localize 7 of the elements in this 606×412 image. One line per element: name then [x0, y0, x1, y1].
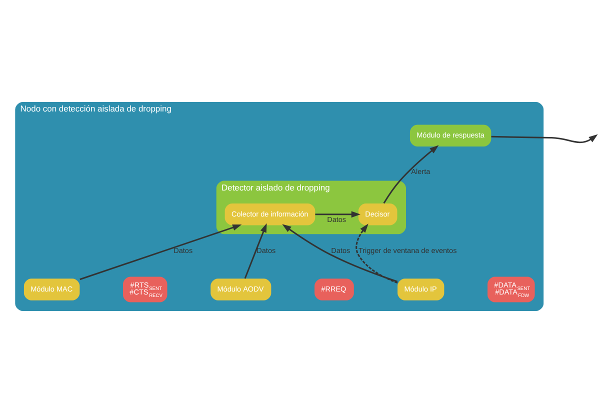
arrow: [244, 222, 267, 278]
arrow: [282, 224, 398, 282]
arrow: [383, 144, 439, 204]
arrow: [80, 224, 242, 280]
arrow: [491, 134, 598, 143]
arrow: [356, 223, 398, 283]
arrow: [315, 210, 360, 218]
